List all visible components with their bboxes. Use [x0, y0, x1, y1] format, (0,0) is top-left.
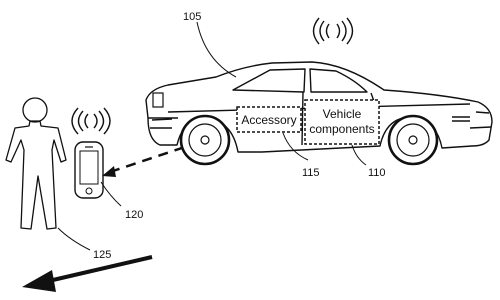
ref-label-110: 110 — [368, 167, 386, 179]
phone-signal-icon — [71, 107, 111, 135]
vehicle-components-label-line1: Vehicle — [323, 107, 362, 121]
ref-label-120: 120 — [125, 209, 143, 221]
tail-light — [152, 92, 164, 108]
ref-label-115: 115 — [302, 167, 320, 179]
ref-label-125: 125 — [93, 249, 111, 261]
rear-wheel — [179, 114, 231, 166]
communication-link-arrow — [102, 140, 201, 177]
accessory-label: Accessory — [241, 113, 296, 127]
accessory-box — [236, 106, 302, 133]
front-wheel — [387, 114, 439, 166]
direction-arrow-icon — [22, 255, 153, 292]
car-signal-icon — [312, 17, 354, 45]
vehicle-components-label-line2: components — [309, 122, 374, 136]
ref-label-105: 105 — [183, 11, 201, 23]
leader-user — [57, 227, 91, 251]
leader-mobile-device — [100, 181, 122, 207]
mobile-phone-icon — [74, 141, 104, 199]
leader-accessory — [282, 132, 309, 161]
leader-vehicle — [196, 21, 237, 78]
vehicle-components-box — [304, 99, 380, 145]
leader-vehicle-components — [351, 144, 367, 166]
person-figure-icon — [5, 97, 67, 230]
